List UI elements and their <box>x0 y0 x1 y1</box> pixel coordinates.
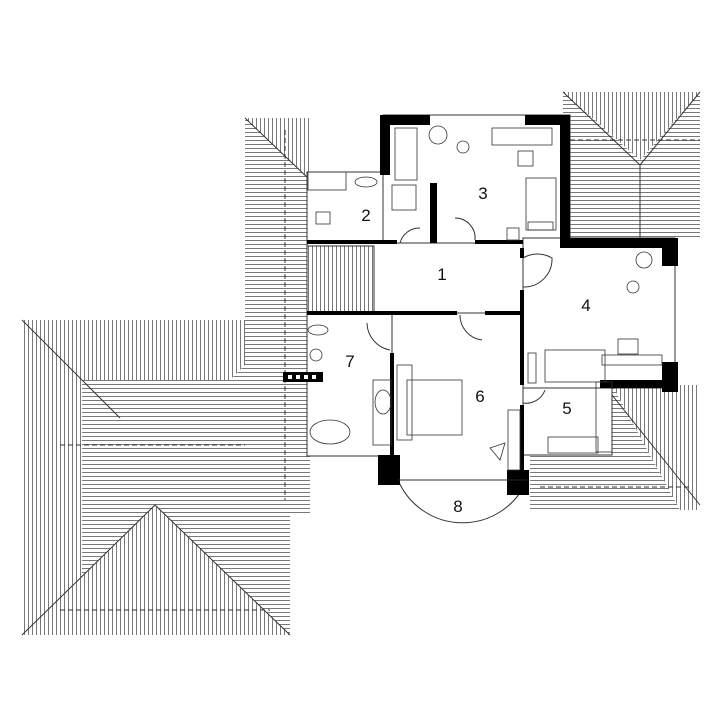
room-3-bedroom <box>382 114 571 244</box>
room-label-6: 6 <box>475 387 485 406</box>
doors <box>366 217 553 404</box>
stairs <box>306 245 375 313</box>
room-label-8: 8 <box>453 497 463 516</box>
room-label-2: 2 <box>361 206 371 225</box>
room-7-bathroom <box>306 312 393 457</box>
rooms <box>306 114 676 524</box>
room-label-1: 1 <box>437 265 447 284</box>
room-label-5: 5 <box>562 399 572 418</box>
walls <box>283 115 678 495</box>
roof-upper-left <box>244 117 311 513</box>
room-label-7: 7 <box>345 352 355 371</box>
room-label-3: 3 <box>478 184 488 203</box>
room-label-4: 4 <box>581 296 591 315</box>
furniture <box>307 125 663 481</box>
roof-upper-right <box>562 91 701 238</box>
